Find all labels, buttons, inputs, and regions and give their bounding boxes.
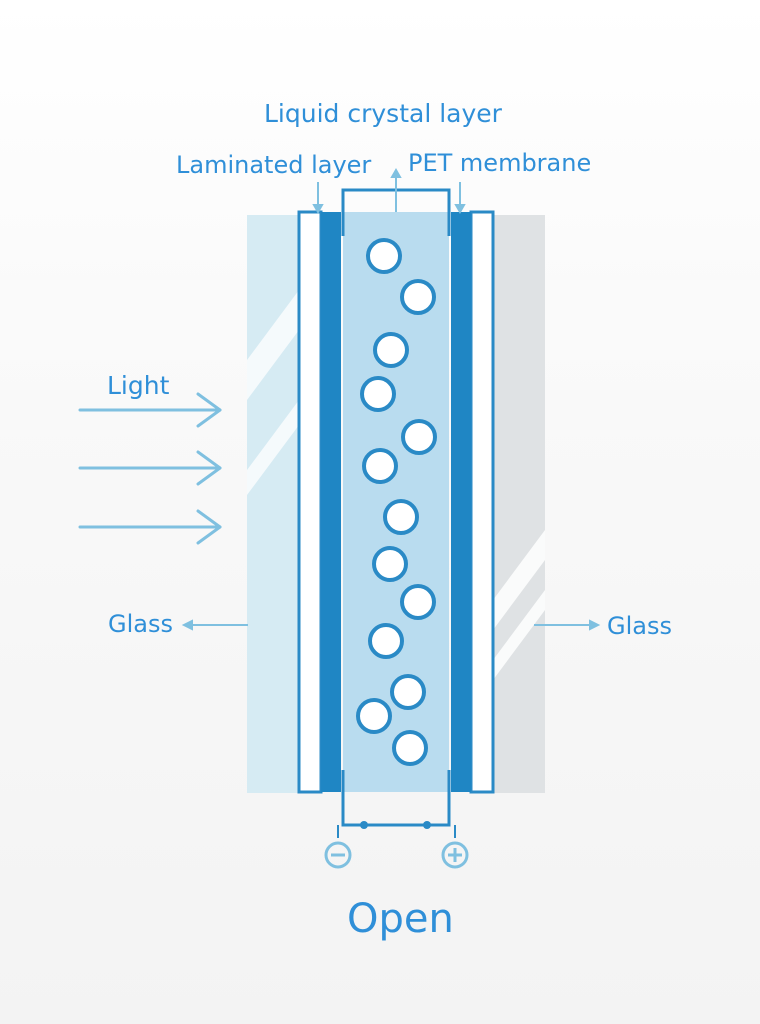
left-glass-label: Glass [108,610,173,638]
right-glass-pane [493,215,545,793]
right-laminated-layer [469,210,495,794]
laminated-layer-label: Laminated layer [176,151,372,179]
crystal-particle [368,623,404,659]
right-glass-reflection [493,590,545,680]
left-laminated-layer [297,210,323,794]
crystal-particle [400,584,436,620]
light-label: Light [107,371,170,400]
pointer-arrows [181,167,601,631]
state-label: Open [347,896,454,942]
light-ray-head [196,509,222,545]
liquid-crystal-particles [356,238,437,766]
crystal-particle [362,448,398,484]
negative-terminal-icon [324,841,352,869]
crystal-particle [360,376,396,412]
crystal-particle [392,730,428,766]
left-pet-membrane [321,212,341,792]
left-glass-reflection [247,290,299,400]
right-glass-label: Glass [607,612,672,640]
light-ray-head [196,392,222,428]
crystal-particle [372,546,408,582]
wire-node [423,821,431,829]
pet-membrane-label: PET membrane [408,149,592,177]
positive-terminal-icon [441,841,469,869]
crystal-particle [373,332,409,368]
crystal-particle [356,698,392,734]
liquid-crystal-layer-label: Liquid crystal layer [264,99,502,128]
right-pet-membrane [451,212,471,792]
light-arrows [78,392,222,545]
wire-node [360,821,368,829]
crystal-particle [400,279,436,315]
right-glass-reflection [493,530,545,630]
crystal-particle [383,499,419,535]
crystal-particle [366,238,402,274]
left-glass-reflection [247,400,299,495]
crystal-particle [401,419,437,455]
circuit-wire [341,770,451,827]
light-ray-head [196,450,222,486]
crystal-particle [390,674,426,710]
